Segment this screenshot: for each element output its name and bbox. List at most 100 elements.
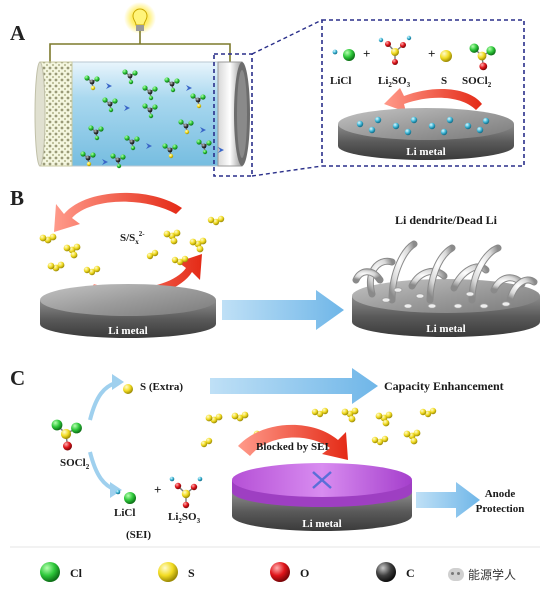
cl-atom: [51, 419, 63, 431]
s-atom: [57, 261, 65, 269]
c-atom: [167, 147, 173, 153]
cl-atom: [174, 78, 180, 84]
dead-li: [393, 287, 403, 293]
c-atom: [93, 129, 99, 135]
b-left-disk-label: Li metal: [108, 325, 147, 337]
atom: [108, 107, 114, 113]
li-atom: [406, 35, 412, 41]
cell-molecule: [196, 139, 224, 155]
inset-reaction: + + LiCl Li2SO3 S SOCl2 Li metal: [330, 35, 514, 160]
cl-atom: [486, 46, 496, 56]
atom: [148, 113, 154, 119]
c-atom: [201, 143, 207, 149]
s-atom: [424, 410, 432, 418]
s-atom: [189, 238, 197, 246]
atom: [130, 145, 136, 151]
s-atom: [413, 429, 421, 437]
atom: [168, 153, 174, 159]
o-atom: [63, 441, 72, 451]
motion-arrow-icon: [214, 147, 224, 153]
inset-s-label: S: [441, 75, 447, 87]
cl-atom: [80, 151, 86, 157]
cl-atom: [164, 77, 170, 83]
s-atom: [440, 50, 452, 62]
s-atom: [241, 411, 249, 419]
atom: [128, 79, 134, 85]
li2so3-molecule: [169, 476, 203, 509]
atom: [184, 129, 190, 135]
cl-atom: [71, 422, 82, 434]
s-atom: [93, 265, 101, 273]
s-atom: [376, 438, 384, 446]
s-atom: [311, 408, 319, 416]
zoom-box-small: [213, 53, 253, 177]
cell-molecule: [162, 143, 178, 159]
s-atom: [316, 410, 324, 418]
inset-reaction-arrow: [384, 88, 482, 112]
s-atom: [70, 251, 78, 259]
dead-li: [403, 303, 413, 309]
wechat-icon: [448, 568, 464, 581]
watermark: 能源学人: [448, 566, 516, 583]
dead-li: [427, 303, 437, 309]
cell-molecule: [102, 97, 130, 113]
c-li2so3-label: Li2SO3: [168, 511, 201, 525]
s-atom: [63, 244, 71, 252]
sulfur-cluster: [63, 243, 81, 259]
cl-atom: [142, 85, 148, 91]
sulfur-cluster: [371, 435, 389, 446]
cl-atom: [196, 139, 202, 145]
sulfur-cluster: [39, 233, 57, 244]
inset-disk-label: Li metal: [406, 146, 445, 158]
li-atom: [169, 476, 175, 482]
li-atom: [440, 128, 448, 136]
o-atom: [174, 482, 182, 490]
b-right-disk-label: Li metal: [426, 323, 465, 335]
s-atom: [39, 234, 47, 242]
legend-item-o: O: [270, 562, 309, 582]
sulfur-cluster: [205, 413, 223, 424]
s-atom: [83, 266, 91, 274]
cell-molecule: [142, 85, 158, 101]
cl-atom: [190, 93, 196, 99]
li-atom: [368, 126, 376, 134]
motion-arrow-icon: [98, 159, 108, 165]
o-atom: [392, 59, 398, 65]
li-atom: [446, 116, 454, 124]
cl-atom: [200, 94, 206, 100]
s-atom: [391, 48, 399, 56]
sulfur-cluster: [341, 407, 359, 423]
o-atom: [400, 42, 406, 48]
sulfur-cluster: [83, 265, 101, 276]
panel-c: C SOCl2 S (Extra) Capacity Enhancement +…: [10, 366, 524, 541]
li2so3-molecule: [378, 35, 412, 65]
c-atom: [183, 123, 189, 129]
s-atom: [429, 407, 437, 415]
legend-swatch-c: [376, 562, 396, 582]
li-atom: [332, 49, 338, 55]
s-atom: [170, 237, 178, 245]
c-licl-label: LiCl: [114, 507, 135, 519]
s-atom: [163, 230, 171, 238]
c-atom: [127, 73, 133, 79]
c-atom: [89, 79, 95, 85]
legend-label-o: O: [300, 566, 309, 580]
cl-atom: [142, 103, 148, 109]
socl2-label: SOCl2: [60, 457, 90, 471]
c-atom: [147, 89, 153, 95]
cell-molecule: [80, 151, 108, 167]
c-atom: [169, 81, 175, 87]
s-atom: [200, 440, 208, 448]
s-atom: [215, 413, 223, 421]
cl-atom: [172, 144, 178, 150]
li-atom: [464, 122, 472, 130]
dendrite: [409, 268, 447, 289]
sulfur-cluster: [231, 411, 249, 422]
dead-li: [453, 303, 463, 309]
li-atom: [374, 116, 382, 124]
s-atom: [205, 414, 213, 422]
li-atom: [428, 122, 436, 130]
s-atom: [47, 262, 55, 270]
b-right-li-metal-disk: Li metal: [352, 240, 540, 337]
sulfur-cluster: [419, 407, 437, 418]
